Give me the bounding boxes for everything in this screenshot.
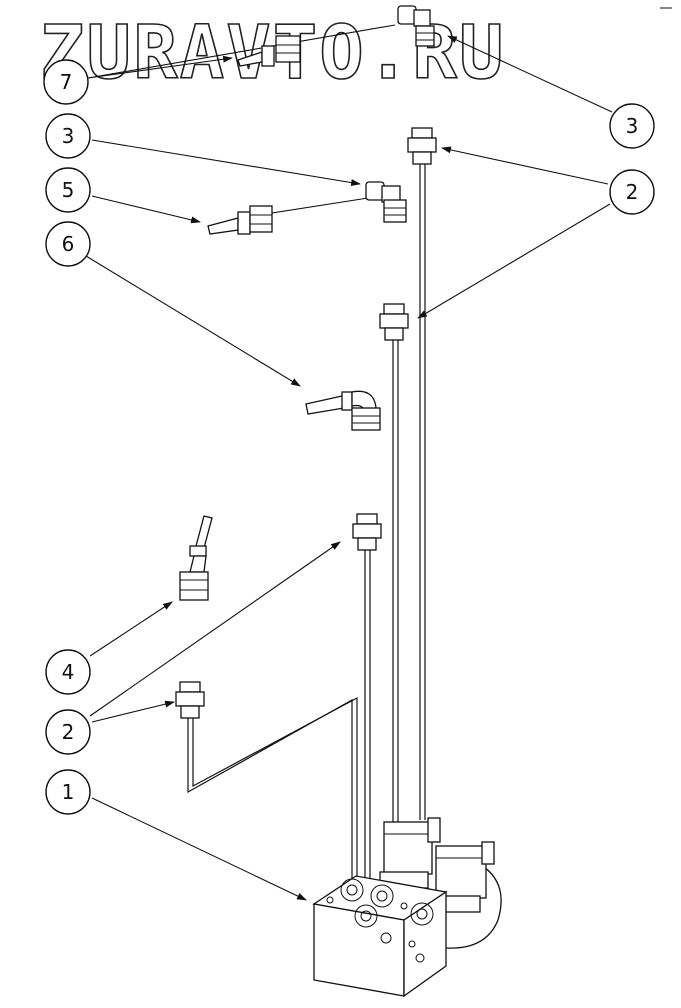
- callout-1: 1: [45, 769, 91, 815]
- callout-6: 6: [45, 221, 91, 267]
- svg-text:4: 4: [62, 660, 75, 684]
- hose-fitting-4: [179, 515, 213, 601]
- valve-block-1: [312, 817, 502, 998]
- bent-fitting-6: [305, 390, 381, 431]
- callout-4: 4: [45, 649, 91, 695]
- svg-text:7: 7: [60, 70, 73, 94]
- pipes: [187, 164, 426, 880]
- fitting-5: [207, 205, 273, 235]
- fitting-7: [237, 35, 301, 67]
- callout-7: 7: [43, 59, 89, 105]
- callout-2-right: 2: [609, 169, 655, 215]
- leader-lines: [85, 24, 613, 901]
- svg-text:1: 1: [62, 780, 75, 804]
- adapter-2-lower-mid: [352, 513, 382, 551]
- adapter-2-left: [175, 681, 205, 719]
- svg-text:2: 2: [62, 720, 75, 744]
- svg-text:6: 6: [62, 232, 75, 256]
- callout-3-right: 3: [609, 103, 655, 149]
- adapter-2-upper-mid: [379, 303, 409, 341]
- adapter-2-top: [407, 127, 437, 165]
- svg-text:3: 3: [626, 114, 639, 138]
- elbow-fitting-3-top: [397, 5, 435, 47]
- callout-5: 5: [45, 167, 91, 213]
- svg-text:3: 3: [62, 124, 75, 148]
- svg-text:5: 5: [62, 178, 75, 202]
- callout-2-left: 2: [45, 709, 91, 755]
- svg-text:2: 2: [626, 180, 639, 204]
- elbow-fitting-3-mid: [365, 181, 407, 223]
- callout-3-left: 3: [45, 113, 91, 159]
